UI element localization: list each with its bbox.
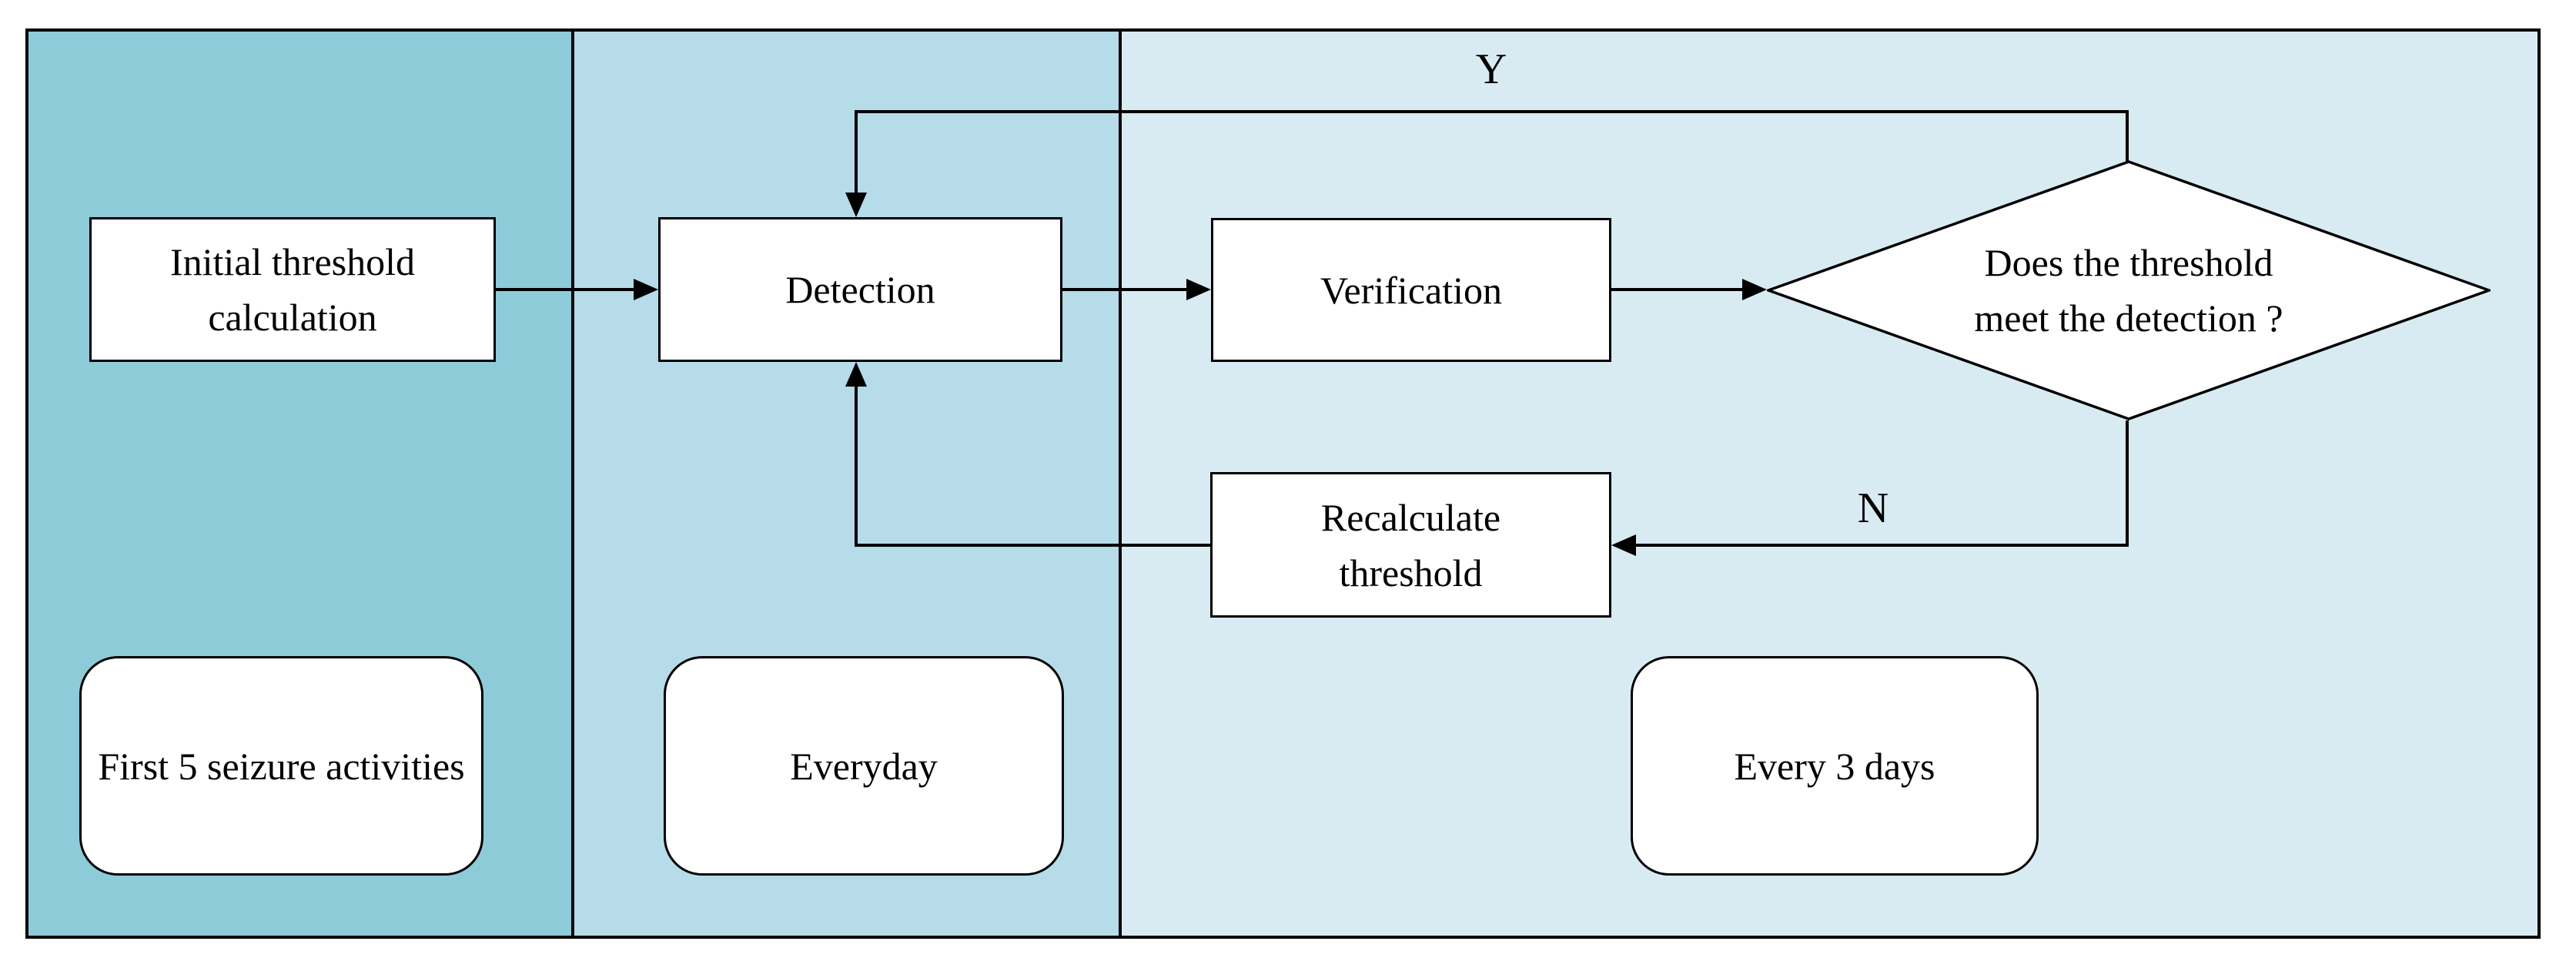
edge-decision-yes-vertical: [2126, 112, 2129, 162]
edge-label-yes: Y: [1475, 45, 1507, 93]
edge-recalculate-to-detection-horizontal: [855, 544, 1210, 547]
note-every3days-label: Every 3 days: [1734, 744, 1935, 788]
node-initial-line1: Initial threshold: [170, 240, 415, 283]
arrowhead-into-detection-top: [845, 193, 867, 217]
note-everyday-label: Everyday: [790, 744, 938, 788]
node-recalculate-threshold: Recalculate threshold: [1210, 472, 1611, 618]
node-initial-line2: calculation: [208, 296, 377, 339]
node-verification-label: Verification: [1320, 268, 1502, 312]
node-decision-line2: meet the detection ?: [1974, 296, 2283, 340]
note-first5-label: First 5 seizure activities: [98, 744, 465, 788]
edge-initial-to-detection: [496, 288, 636, 291]
decision-diamond: [1767, 160, 2491, 420]
node-detection: Detection: [658, 217, 1062, 362]
arrowhead-into-detection-left: [634, 279, 658, 300]
node-recalculate-line1: Recalculate: [1320, 495, 1501, 539]
note-every-3-days: Every 3 days: [1631, 656, 2039, 876]
edge-label-no: N: [1857, 484, 1889, 532]
node-verification: Verification: [1211, 218, 1611, 362]
edge-decision-no-horizontal: [1634, 544, 2129, 547]
arrowhead-into-decision-left: [1742, 279, 1767, 300]
arrowhead-into-recalculate-right: [1611, 534, 1636, 556]
decision-diamond-shape: [1767, 160, 2491, 420]
arrowhead-into-verification-left: [1186, 279, 1211, 300]
note-everyday: Everyday: [664, 656, 1064, 876]
lane-divider-left-middle: [571, 28, 574, 939]
lane-divider-middle-right: [1119, 28, 1122, 939]
edge-decision-yes-horizontal: [855, 110, 2129, 113]
note-first-5-seizure-activities: First 5 seizure activities: [79, 656, 483, 876]
arrowhead-into-detection-bottom: [845, 362, 867, 387]
node-recalculate-line2: threshold: [1339, 551, 1483, 595]
node-initial-threshold-calculation: Initial threshold calculation: [89, 217, 496, 362]
edge-detection-to-verification: [1062, 288, 1188, 291]
edge-decision-no-vertical: [2126, 420, 2129, 547]
node-decision: Does the threshold meet the detection ?: [1767, 160, 2491, 420]
edge-recalculate-to-detection-vertical: [855, 385, 858, 547]
edge-decision-yes-down-to-detection: [855, 110, 858, 194]
node-decision-line1: Does the threshold: [1984, 241, 2273, 284]
node-detection-label: Detection: [785, 268, 935, 311]
edge-verification-to-decision: [1611, 288, 1744, 291]
